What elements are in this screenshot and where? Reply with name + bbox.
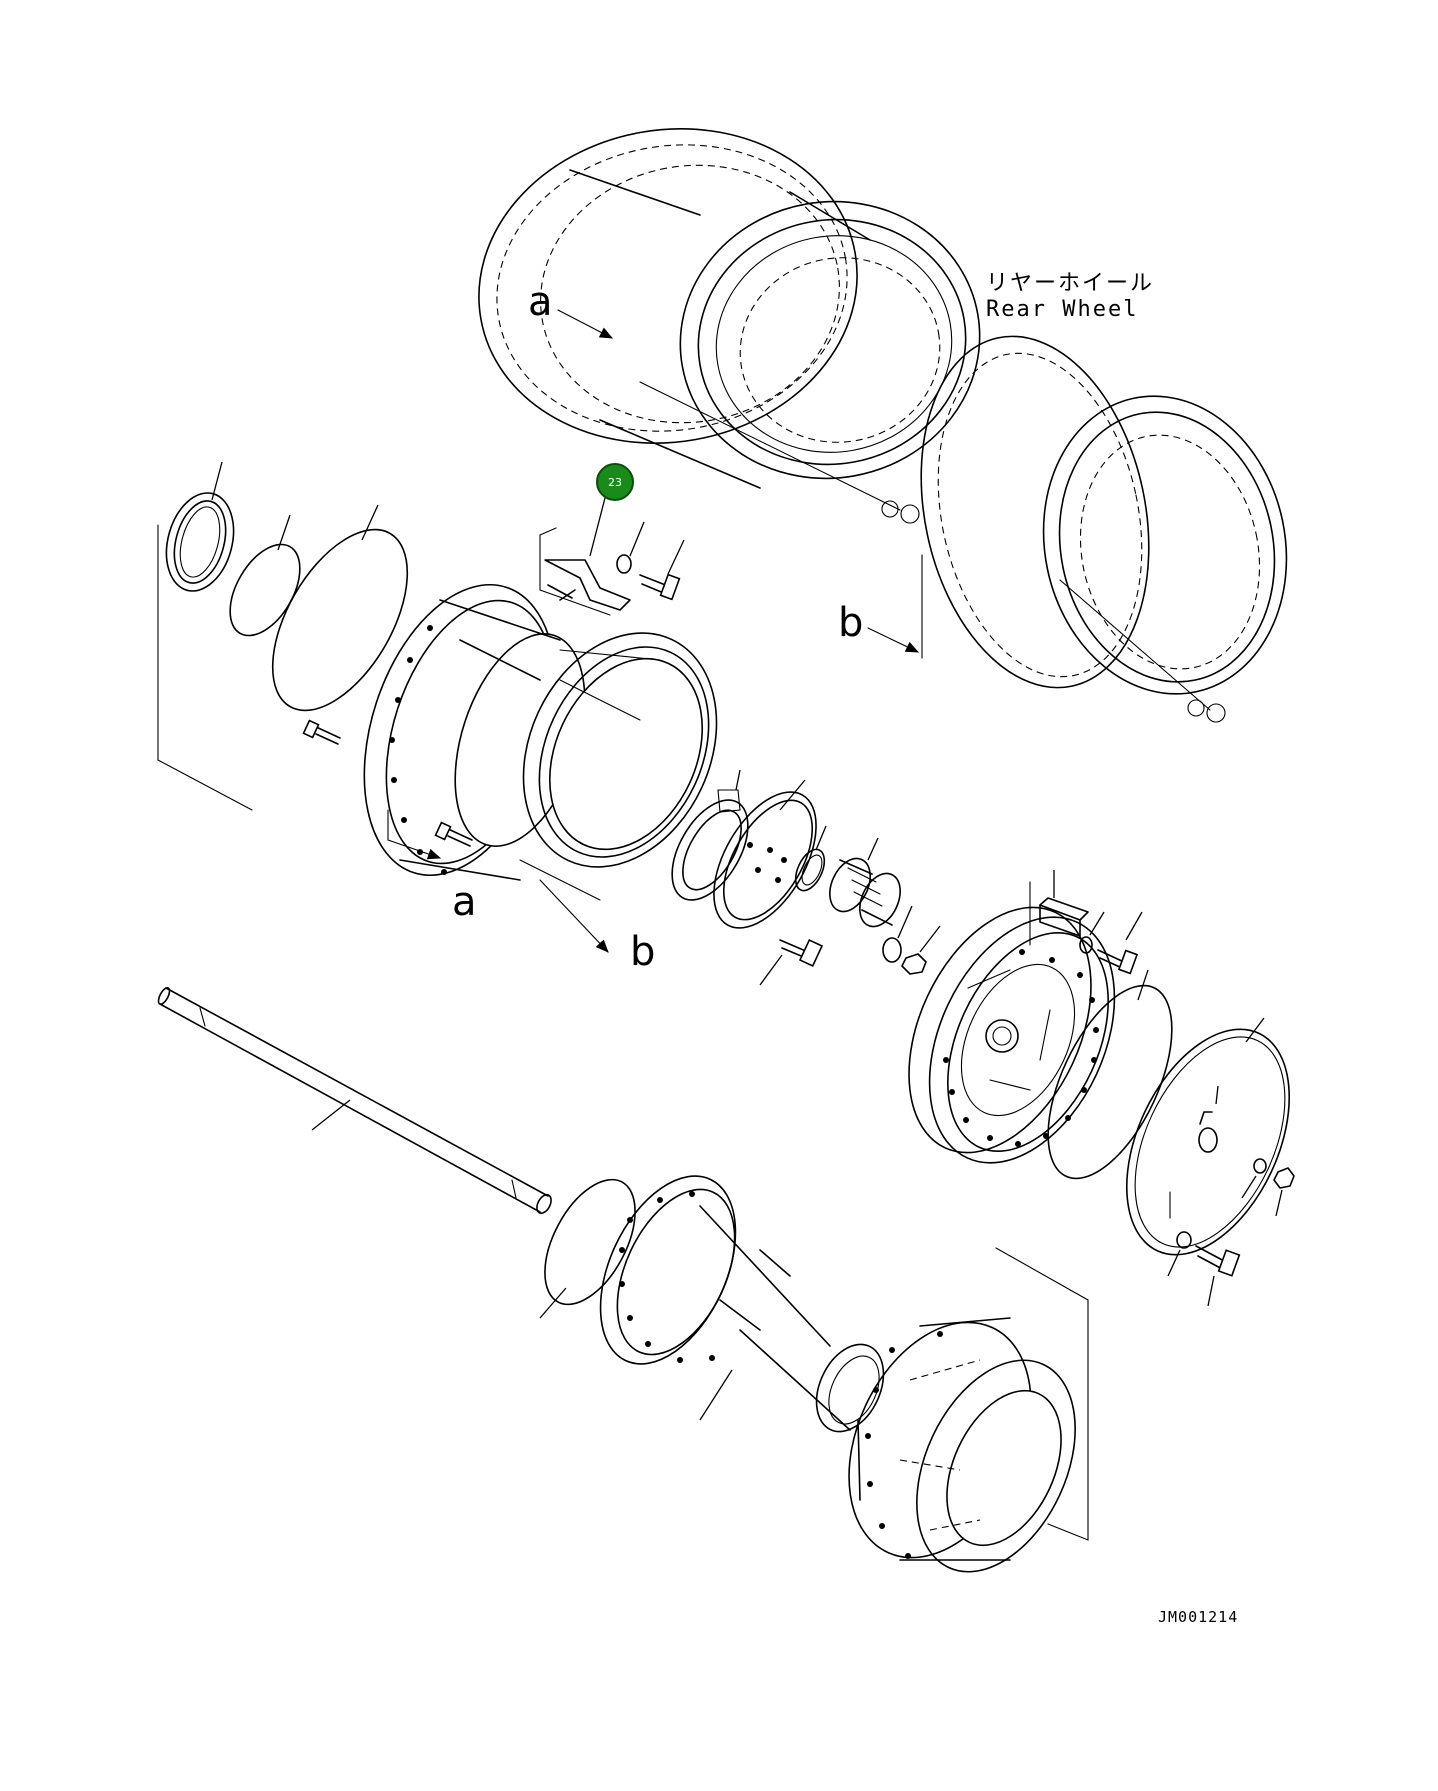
bolt-cover [1195, 1245, 1241, 1307]
ref-mark-b-lower: b [630, 929, 655, 975]
housing-bolt-upper [302, 719, 341, 745]
o-ring-large [271, 504, 409, 712]
bearing-race-small [794, 825, 827, 892]
thrust-bearing [671, 769, 749, 901]
callout-number: 23 [608, 476, 622, 489]
washer-hub [1079, 911, 1105, 954]
bolt-carrier [759, 939, 824, 986]
ring-gear-hub [908, 906, 1116, 1164]
bolt-hub [1097, 911, 1143, 975]
arrow-icon [867, 627, 919, 653]
wheel-label-english: Rear Wheel [986, 297, 1138, 322]
drain-plug-washer [1241, 1158, 1267, 1199]
roller-bearing [829, 837, 901, 928]
hub-sensor-bracket [1029, 870, 1089, 946]
bolt-sensor [639, 539, 685, 601]
housing-bolt-lower [434, 821, 473, 847]
axle-shaft [157, 987, 552, 1215]
wheel-label-japanese: リヤーホイール [986, 271, 1154, 296]
o-ring-shaft [539, 1178, 636, 1319]
drawing-code: JM001214 [1158, 1608, 1238, 1626]
arrow-icon [387, 809, 442, 860]
nut [901, 925, 941, 975]
spindle [599, 1175, 885, 1433]
oil-seal [165, 461, 235, 592]
o-ring-small [229, 514, 301, 637]
rear-wheel-upper [478, 128, 981, 524]
callout-marker[interactable]: 23 [596, 463, 634, 501]
o-ring-cover [1047, 969, 1173, 1180]
snap-ring [882, 905, 913, 963]
cover-plate [1125, 1017, 1291, 1256]
drain-plug [1273, 1167, 1295, 1217]
rear-wheel-lower [920, 335, 1288, 723]
brake-housing [848, 1247, 1089, 1573]
ref-mark-b-upper: b [838, 600, 863, 646]
arrow-icon [557, 309, 613, 339]
arrow-icon [539, 879, 609, 953]
ref-mark-a-upper: a [528, 279, 553, 325]
axle-housing [363, 583, 718, 901]
carrier-plate [713, 779, 817, 929]
washer-cover-bolt [1167, 1231, 1192, 1277]
ref-mark-a-lower: a [452, 879, 477, 925]
washer-sensor [616, 521, 645, 574]
speed-sensor-bracket [539, 527, 631, 616]
